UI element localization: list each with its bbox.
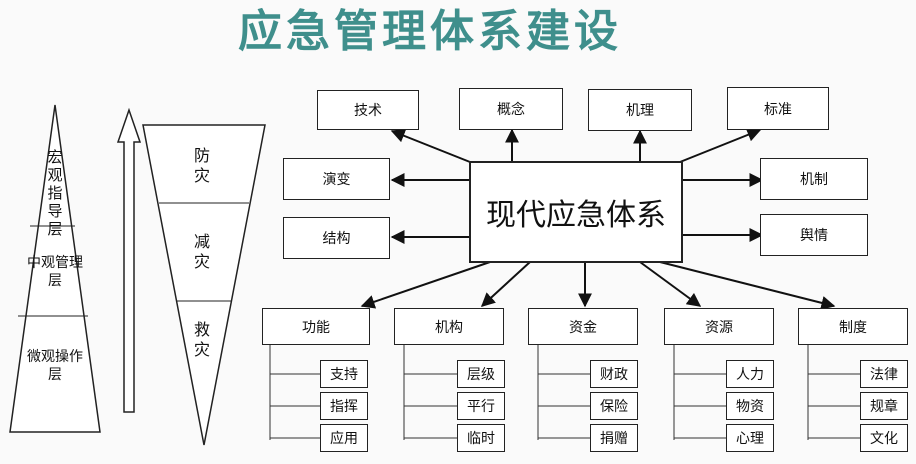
group-item: 财政 [590, 360, 638, 388]
group-tree-lines [537, 344, 590, 440]
group-item: 法律 [860, 360, 908, 388]
arrow-to-standard [679, 128, 762, 163]
group-item: 应用 [320, 424, 368, 452]
group-item: 文化 [860, 424, 908, 452]
right-pyramid-shape [142, 124, 266, 446]
group-header-funds: 资金 [528, 308, 638, 345]
group-tree-lines [403, 344, 457, 440]
group-header-agency: 机构 [394, 308, 504, 345]
group-header-system: 制度 [798, 308, 908, 345]
group-tree-lines [269, 344, 320, 440]
right-level-mitigation: 减灾 [193, 232, 210, 271]
node-institution: 机制 [760, 158, 868, 200]
arrow-to-function [360, 261, 491, 309]
upward-arrow-icon [116, 107, 142, 413]
left-level-micro: 微观操作层 [27, 349, 83, 383]
group-tree-lines [807, 344, 860, 440]
node-standard: 标准 [727, 87, 829, 130]
page-title: 应急管理体系建设 [238, 6, 622, 57]
group-tree-lines [673, 344, 726, 440]
left-pyramid-shape [9, 104, 101, 433]
arrow-to-tech [390, 129, 471, 163]
arrow-to-system [659, 261, 836, 310]
right-level-prevention: 防灾 [193, 146, 210, 185]
node-tech: 技术 [317, 90, 419, 130]
group-item: 支持 [320, 360, 368, 388]
group-header-resources: 资源 [664, 308, 774, 345]
group-item: 捐赠 [590, 424, 638, 452]
group-item: 保险 [590, 392, 638, 420]
node-mechanism: 机理 [588, 89, 692, 131]
group-item: 心理 [726, 424, 774, 452]
node-concept: 概念 [459, 88, 563, 130]
center-node: 现代应急体系 [469, 161, 683, 263]
group-header-function: 功能 [262, 308, 370, 345]
group-item: 人力 [726, 360, 774, 388]
group-item: 平行 [457, 392, 505, 420]
node-structure: 结构 [283, 217, 390, 259]
node-evolution: 演变 [283, 158, 390, 200]
group-item: 物资 [726, 392, 774, 420]
left-level-meso: 中观管理层 [27, 255, 83, 289]
group-item: 层级 [457, 360, 505, 388]
group-item: 规章 [860, 392, 908, 420]
arrow-to-agency [480, 261, 531, 307]
left-level-macro: 宏观指导层 [47, 148, 63, 238]
group-item: 指挥 [320, 392, 368, 420]
arrow-to-resources [639, 261, 702, 307]
right-level-relief: 救灾 [193, 320, 210, 359]
node-opinion: 舆情 [760, 214, 868, 256]
group-item: 临时 [457, 424, 505, 452]
